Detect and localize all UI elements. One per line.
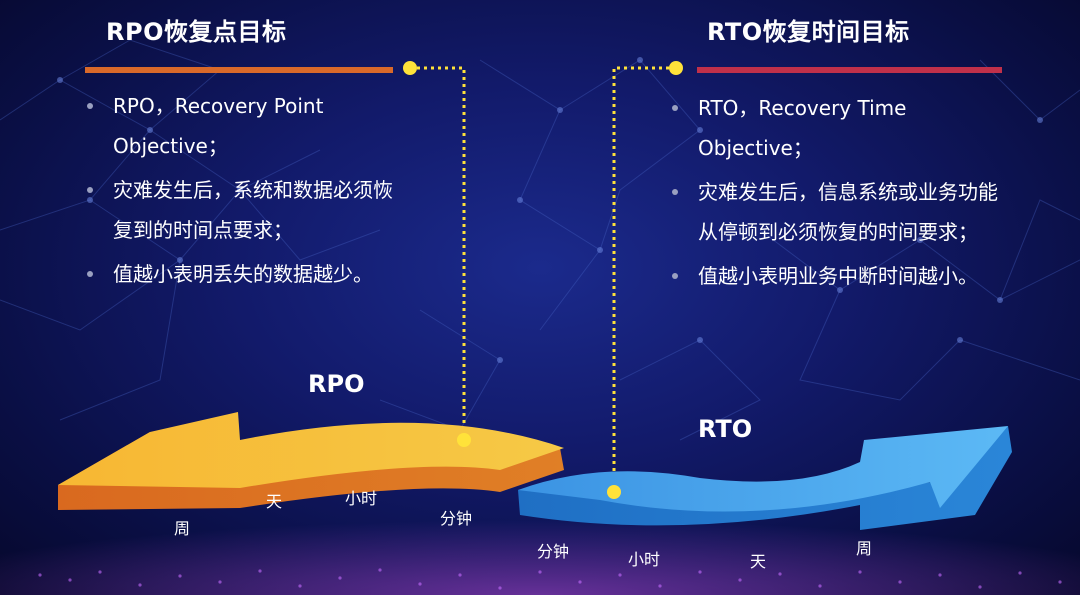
rto-scale-week: 周 — [856, 539, 873, 558]
rpo-scale-minute: 分钟 — [440, 509, 473, 528]
rpo-connector-dot-bottom — [457, 433, 471, 447]
rto-bullet-list: RTO，Recovery Time Objective； 灾难发生后，信息系统或… — [670, 88, 1000, 300]
rto-bullet-item: 值越小表明业务中断时间越小。 — [670, 256, 1000, 296]
rto-title: RTO恢复时间目标 — [707, 18, 910, 46]
rpo-arrow-label: RPO — [308, 370, 365, 398]
rto-connector-dot-top — [669, 61, 683, 75]
rpo-bullet-list: RPO，Recovery Point Objective； 灾难发生后，系统和数… — [85, 86, 400, 298]
rto-connector — [612, 66, 676, 492]
rto-bullet-item: RTO，Recovery Time Objective； — [670, 88, 1000, 168]
rpo-connector-dot-top — [403, 61, 417, 75]
rto-scale-day: 天 — [750, 552, 767, 571]
rto-arrow-label: RTO — [698, 415, 753, 443]
rto-connector-dot-bottom — [607, 485, 621, 499]
rpo-arrow-shape — [58, 412, 564, 510]
rto-arrow-shape — [518, 426, 1012, 530]
rpo-bullet-item: 值越小表明丢失的数据越少。 — [85, 254, 400, 294]
rto-bullet-item: 灾难发生后，信息系统或业务功能从停顿到必须恢复的时间要求； — [670, 172, 1000, 252]
rpo-scale-day: 天 — [266, 492, 283, 511]
rpo-title: RPO恢复点目标 — [106, 18, 287, 46]
rpo-scale-week: 周 — [174, 519, 191, 538]
rpo-scale-hour: 小时 — [345, 489, 378, 508]
rto-scale-hour: 小时 — [628, 550, 661, 569]
rpo-connector — [410, 66, 466, 440]
rto-scale-minute: 分钟 — [537, 542, 570, 561]
rpo-bullet-item: RPO，Recovery Point Objective； — [85, 86, 400, 166]
rpo-bullet-item: 灾难发生后，系统和数据必须恢复到的时间点要求； — [85, 170, 400, 250]
